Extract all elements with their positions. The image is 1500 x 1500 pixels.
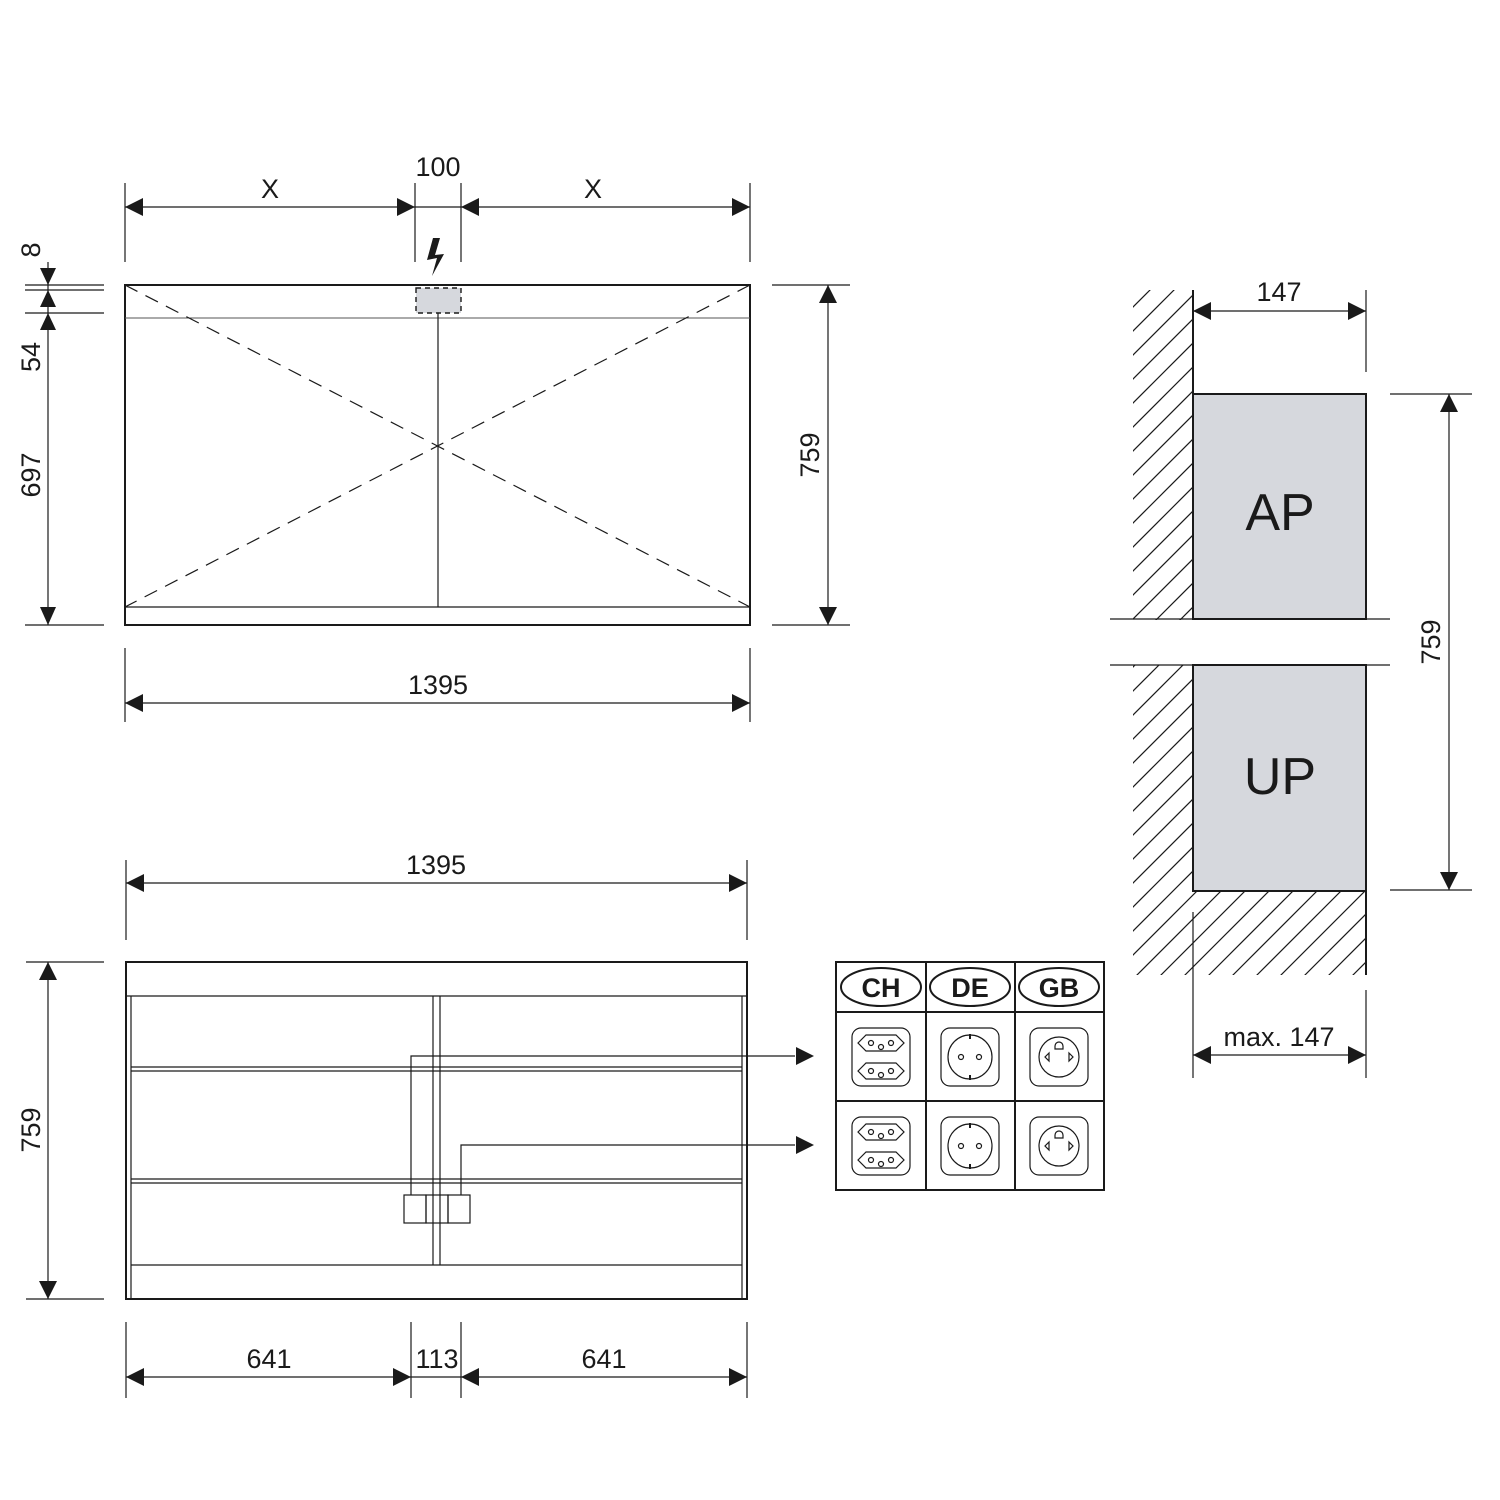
arrowhead	[796, 1047, 814, 1065]
arrowhead	[39, 1281, 57, 1299]
outlet-box-2	[425, 1194, 449, 1224]
power-outlet-zone	[415, 287, 462, 314]
top-view: X 100 X 1395 759 8 54 697	[16, 152, 850, 722]
front-view: 1395 759 641 113 641	[16, 850, 814, 1398]
arrowhead	[126, 874, 144, 892]
schuko-socket-icon	[940, 1116, 1000, 1176]
arrowhead	[461, 198, 479, 216]
surface-mounted-box	[1192, 393, 1367, 620]
arrowhead	[732, 694, 750, 712]
arrowhead	[1440, 394, 1458, 412]
arrowhead	[1193, 302, 1211, 320]
power-lightning-icon	[427, 238, 444, 276]
leader-upper	[410, 1055, 795, 1195]
dim-middle-width: 113	[415, 1344, 458, 1374]
dim-x-right: X	[584, 174, 602, 204]
arrowhead	[732, 198, 750, 216]
dim-left-top: 8	[16, 242, 46, 257]
socket-table-border	[835, 961, 1105, 1191]
arrowhead	[1348, 302, 1366, 320]
side-view: AP UP 147 max. 147 759	[1110, 277, 1472, 1078]
arrowhead	[40, 313, 56, 330]
arrowhead	[461, 1368, 479, 1386]
country-de: DE	[951, 973, 989, 1003]
arrowhead	[126, 1368, 144, 1386]
arrowhead	[729, 874, 747, 892]
country-badge-de	[929, 967, 1011, 1007]
country-badge-gb	[1018, 967, 1100, 1007]
wall-hatch-top	[1133, 290, 1193, 620]
socket-table: CH DE GB	[835, 961, 1105, 1191]
arrowhead	[729, 1368, 747, 1386]
dim-front-width: 1395	[406, 850, 466, 880]
arrowhead	[40, 607, 56, 625]
dim-front-height: 759	[16, 1107, 46, 1152]
label-up: UP	[1244, 748, 1316, 806]
arrowhead	[796, 1136, 814, 1154]
cabinet-top-outline	[124, 284, 751, 626]
arrowhead	[1348, 1046, 1366, 1064]
arrowhead	[397, 198, 415, 216]
arrowhead	[819, 285, 837, 303]
arrowhead	[819, 607, 837, 625]
arrowhead	[393, 1368, 411, 1386]
dim-width: 1395	[408, 670, 468, 700]
dim-left-mid: 54	[16, 342, 46, 372]
arrowhead	[125, 694, 143, 712]
dim-height: 759	[795, 432, 825, 477]
british-socket-icon	[1029, 1027, 1089, 1087]
dim-left-width: 641	[246, 1344, 291, 1374]
arrowhead	[40, 290, 56, 307]
dim-side-height: 759	[1416, 619, 1446, 664]
arrowhead	[1440, 872, 1458, 890]
arrowhead	[39, 962, 57, 980]
dim-right-width: 641	[581, 1344, 626, 1374]
country-badge-ch	[840, 967, 922, 1007]
swiss-socket-icon	[851, 1027, 911, 1087]
dim-gap: 100	[415, 152, 460, 182]
arrowhead	[40, 268, 56, 285]
schuko-socket-icon	[940, 1027, 1000, 1087]
leader-lower	[460, 1144, 795, 1195]
dim-depth-top: 147	[1256, 277, 1301, 307]
country-ch: CH	[862, 973, 901, 1003]
arrowhead	[1193, 1046, 1211, 1064]
british-socket-icon	[1029, 1116, 1089, 1176]
dim-x-left: X	[261, 174, 279, 204]
arrowhead	[125, 198, 143, 216]
label-ap: AP	[1245, 484, 1314, 542]
outlet-box-3	[447, 1194, 471, 1224]
dim-depth-bottom: max. 147	[1223, 1022, 1334, 1052]
dim-left-bottom: 697	[16, 452, 46, 497]
diagonal-dashed-2	[124, 284, 751, 608]
swiss-socket-icon	[851, 1116, 911, 1176]
country-gb: GB	[1039, 973, 1080, 1003]
cabinet-front-outline	[125, 961, 748, 1300]
outlet-box-1	[403, 1194, 427, 1224]
